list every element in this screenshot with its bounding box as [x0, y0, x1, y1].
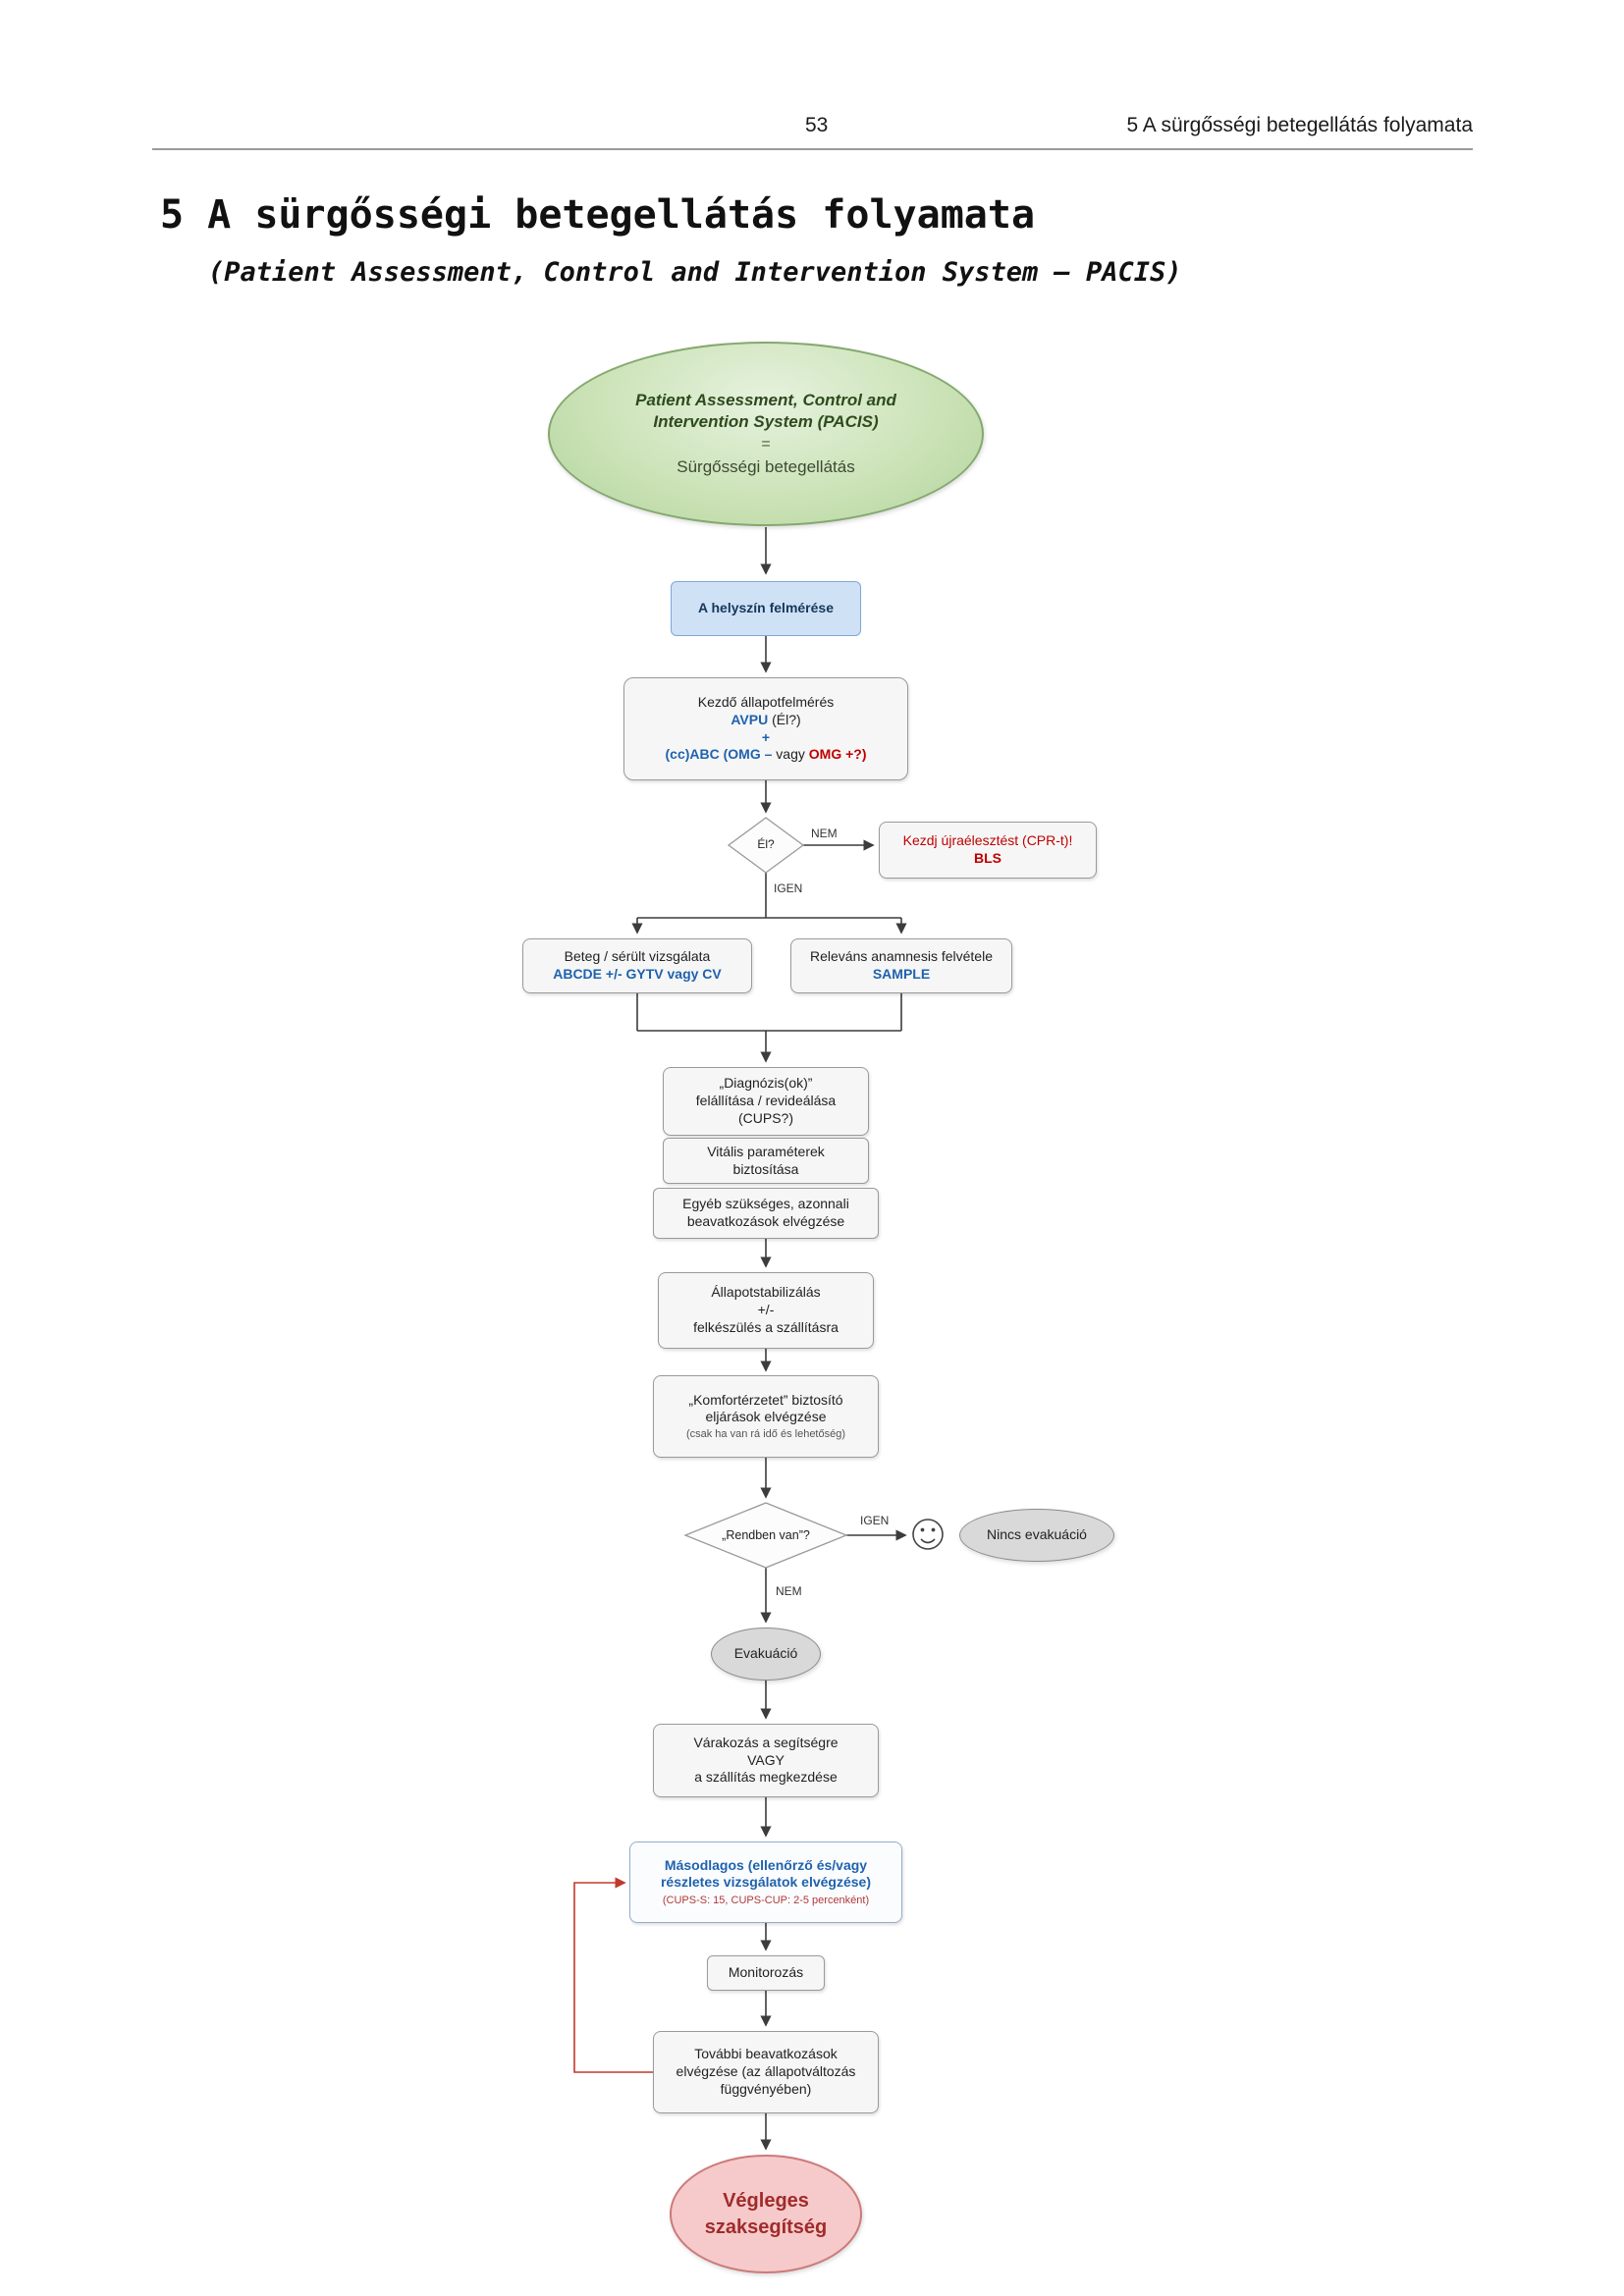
comfort-note: (csak ha van rá idő és lehetőség) [685, 1428, 846, 1441]
waiting-box: Várakozás a segítségre VAGY a szállítás … [653, 1724, 879, 1797]
no-evacuation-ellipse: Nincs evakuáció [959, 1509, 1114, 1562]
stabilize-line1: Állapotstabilizálás [711, 1284, 821, 1301]
smiley-icon [912, 1519, 944, 1550]
diagnosis-box: „Diagnózis(ok)” felállítása / revideálás… [663, 1067, 869, 1136]
start-line2: Intervention System (PACIS) [653, 411, 879, 431]
further-interventions-box: További beavatkozások elvégzése (az álla… [653, 2031, 879, 2113]
comfort-line2: eljárások elvégzése [705, 1409, 827, 1425]
alive-diamond: Él? [741, 834, 790, 856]
ok-diamond: „Rendben van”? [687, 1524, 844, 1546]
label-igen-2: IGEN [860, 1514, 890, 1527]
comfort-line1: „Komfortérzetet” biztosító [688, 1391, 843, 1408]
stabilization-box: Állapotstabilizálás +/- felkészülés a sz… [658, 1272, 874, 1349]
diagnosis-line1: „Diagnózis(ok)” [719, 1075, 813, 1092]
ok-label: „Rendben van”? [722, 1528, 810, 1542]
cpr-line2: BLS [974, 850, 1001, 866]
other-interventions-box: Egyéb szükséges, azonnali beavatkozások … [653, 1188, 879, 1239]
waiting-line3: a szállítás megkezdése [694, 1769, 838, 1786]
diagnosis-line3: (CUPS?) [737, 1109, 793, 1126]
start-line3: Sürgősségi betegellátás [677, 457, 855, 477]
label-nem-1: NEM [811, 827, 838, 840]
exam-line1: Beteg / sérült vizsgálata [564, 948, 711, 965]
further-line2: elvégzése (az állapotváltozás [676, 2063, 856, 2080]
initial-assessment-box: Kezdő állapotfelmérés AVPU (Él?) + (cc)A… [623, 677, 908, 780]
header-rule [152, 148, 1473, 150]
evacuation-ellipse: Evakuáció [711, 1628, 821, 1681]
evac-label: Evakuáció [733, 1645, 798, 1662]
anamnesis-line2: SAMPLE [872, 966, 931, 982]
final-line1: Végleges [723, 2189, 809, 2212]
exam-line2: ABCDE +/- GYTV vagy CV [553, 966, 722, 982]
monitoring-box: Monitorozás [707, 1955, 825, 1991]
monitor-label: Monitorozás [728, 1964, 804, 1981]
stabilize-line3: felkészülés a szállításra [693, 1318, 839, 1335]
initial-line2: AVPU (Él?) [731, 711, 801, 727]
cpr-box: Kezdj újraélesztést (CPR-t)! BLS [879, 822, 1097, 879]
no-evac-label: Nincs evakuáció [987, 1526, 1087, 1543]
vitals-box: Vitális paraméterek biztosítása [663, 1138, 869, 1184]
chapter-subtitle: (Patient Assessment, Control and Interve… [208, 257, 1182, 288]
anamnesis-line1: Releváns anamnesis felvétele [810, 948, 993, 965]
stabilize-line2: +/- [757, 1302, 775, 1318]
secondary-line2: részletes vizsgálatok elvégzése) [660, 1874, 871, 1891]
further-line1: További beavatkozások [694, 2046, 838, 2062]
other-line2: beavatkozások elvégzése [686, 1213, 845, 1229]
final-line2: szaksegítség [704, 2216, 828, 2238]
cpr-line1: Kezdj újraélesztést (CPR-t)! [902, 832, 1073, 849]
secondary-survey-box: Másodlagos (ellenőrző és/vagy részletes … [629, 1842, 902, 1923]
secondary-line1: Másodlagos (ellenőrző és/vagy [664, 1856, 868, 1873]
scene-label: A helyszín felmérése [698, 600, 834, 616]
waiting-line1: Várakozás a segítségre [693, 1734, 839, 1750]
label-nem-2: NEM [776, 1584, 802, 1598]
start-line1: Patient Assessment, Control and [635, 391, 896, 410]
anamnesis-box: Releváns anamnesis felvétele SAMPLE [790, 938, 1012, 993]
page-number: 53 [805, 114, 829, 136]
vitals-line1: Vitális paraméterek [707, 1143, 825, 1159]
alive-label: Él? [757, 837, 775, 852]
diagnosis-line2: felállítása / revideálása [695, 1093, 837, 1109]
start-ellipse: Patient Assessment, Control and Interven… [548, 342, 984, 526]
other-line1: Egyéb szükséges, azonnali [682, 1196, 849, 1212]
final-ellipse: Végleges szaksegítség [670, 2155, 862, 2273]
scene-box: A helyszín felmérése [671, 581, 861, 636]
start-equals: = [761, 435, 771, 453]
initial-line3: + [761, 728, 771, 745]
waiting-line2: VAGY [747, 1751, 785, 1768]
initial-line4: (cc)ABC (OMG – vagy OMG +?) [665, 746, 867, 763]
further-line3: függvényében) [720, 2080, 812, 2097]
label-igen-1: IGEN [774, 881, 803, 895]
initial-line1: Kezdő állapotfelmérés [697, 693, 835, 710]
vitals-line2: biztosítása [732, 1160, 799, 1177]
running-header: 5 A sürgősségi betegellátás folyamata [1126, 114, 1473, 136]
secondary-note: (CUPS-S: 15, CUPS-CUP: 2-5 percenként) [662, 1895, 870, 1907]
chapter-title: 5 A sürgősségi betegellátás folyamata [160, 192, 1036, 238]
comfort-box: „Komfortérzetet” biztosító eljárások elv… [653, 1375, 879, 1458]
exam-box: Beteg / sérült vizsgálata ABCDE +/- GYTV… [522, 938, 752, 993]
